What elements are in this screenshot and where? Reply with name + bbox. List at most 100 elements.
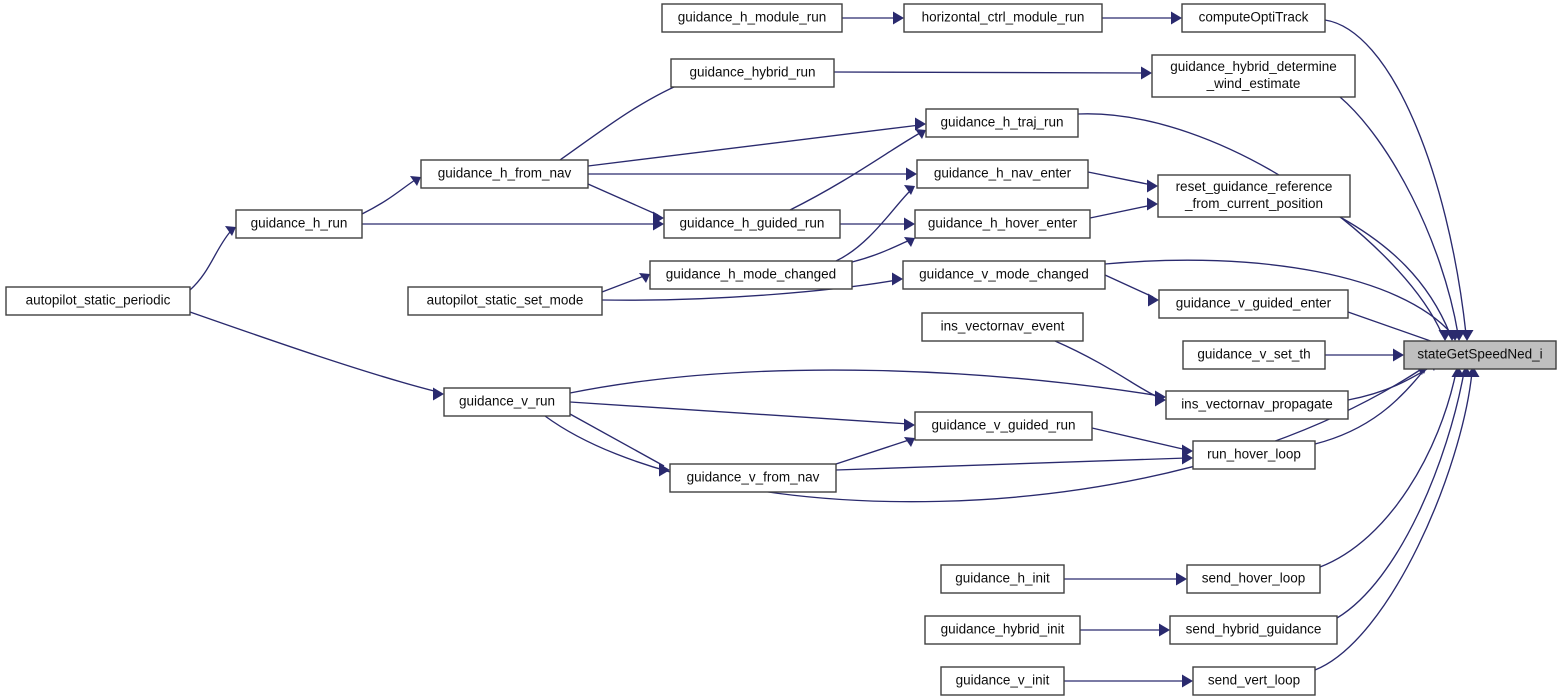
node-label-guidance_h_hover_enter: guidance_h_hover_enter bbox=[928, 216, 1078, 231]
node-box-run_hover_loop[interactable] bbox=[1192, 440, 1316, 470]
node-box-horizontal_ctrl_module_run[interactable] bbox=[903, 3, 1103, 33]
node-guidance_h_hover_enter[interactable]: guidance_h_hover_enter bbox=[914, 209, 1091, 239]
edge-guidance_h_hover_enter-to-reset_guidance_reference_from_current_position bbox=[1089, 204, 1153, 219]
node-ins_vectornav_propagate[interactable]: ins_vectornav_propagate bbox=[1165, 390, 1349, 420]
node-box-ins_vectornav_event[interactable] bbox=[921, 312, 1084, 342]
node-computeOptiTrack[interactable]: computeOptiTrack bbox=[1181, 3, 1326, 33]
node-box-guidance_h_guided_run[interactable] bbox=[663, 209, 841, 239]
node-label-guidance_v_from_nav: guidance_v_from_nav bbox=[687, 470, 820, 485]
node-box-guidance_h_traj_run[interactable] bbox=[925, 108, 1079, 138]
node-box-autopilot_static_periodic[interactable] bbox=[5, 286, 191, 316]
edge-computeOptiTrack-to-stateGetSpeedNed_i bbox=[1324, 19, 1467, 335]
node-reset_guidance_reference_from_current_position[interactable]: reset_guidance_reference_from_current_po… bbox=[1157, 174, 1351, 218]
node-box-stateGetSpeedNed_i[interactable] bbox=[1403, 340, 1557, 370]
node-horizontal_ctrl_module_run[interactable]: horizontal_ctrl_module_run bbox=[903, 3, 1103, 33]
arrowhead-send_hybrid_guidance bbox=[1159, 623, 1170, 637]
node-box-guidance_hybrid_init[interactable] bbox=[924, 615, 1081, 645]
node-box-guidance_v_guided_enter[interactable] bbox=[1158, 289, 1349, 319]
node-guidance_h_run[interactable]: guidance_h_run bbox=[235, 209, 363, 239]
edge-reset_guidance_reference_from_current_position-to-stateGetSpeedNed_i bbox=[1339, 216, 1451, 335]
node-send_hover_loop[interactable]: send_hover_loop bbox=[1186, 564, 1321, 594]
node-guidance_v_from_nav[interactable]: guidance_v_from_nav bbox=[669, 463, 837, 493]
arrowhead-guidance_v_guided_run bbox=[904, 418, 915, 432]
node-label-reset_guidance_reference_from_current_position: _from_current_position bbox=[1184, 196, 1323, 211]
node-box-guidance_v_init[interactable] bbox=[940, 666, 1065, 696]
node-guidance_hybrid_run[interactable]: guidance_hybrid_run bbox=[670, 58, 835, 88]
node-box-ins_vectornav_propagate[interactable] bbox=[1165, 390, 1349, 420]
node-send_hybrid_guidance[interactable]: send_hybrid_guidance bbox=[1169, 615, 1338, 645]
edge-guidance_v_run-to-guidance_v_from_nav bbox=[569, 413, 665, 467]
node-label-guidance_hybrid_init: guidance_hybrid_init bbox=[941, 622, 1065, 637]
node-guidance_h_mode_changed[interactable]: guidance_h_mode_changed bbox=[649, 260, 853, 290]
edge-guidance_v_guided_run-to-run_hover_loop bbox=[1091, 427, 1188, 451]
node-label-guidance_hybrid_determine_wind_estimate: _wind_estimate bbox=[1206, 76, 1301, 91]
node-guidance_v_guided_run[interactable]: guidance_v_guided_run bbox=[914, 411, 1093, 441]
node-guidance_h_from_nav[interactable]: guidance_h_from_nav bbox=[420, 159, 589, 189]
node-box-guidance_h_hover_enter[interactable] bbox=[914, 209, 1091, 239]
node-run_hover_loop[interactable]: run_hover_loop bbox=[1192, 440, 1316, 470]
node-box-guidance_h_run[interactable] bbox=[235, 209, 363, 239]
node-box-send_hover_loop[interactable] bbox=[1186, 564, 1321, 594]
node-guidance_v_run[interactable]: guidance_v_run bbox=[443, 387, 571, 417]
edge-guidance_h_run-to-guidance_h_from_nav bbox=[361, 179, 416, 215]
node-box-send_hybrid_guidance[interactable] bbox=[1169, 615, 1338, 645]
node-guidance_v_set_th[interactable]: guidance_v_set_th bbox=[1182, 340, 1326, 370]
node-label-guidance_h_module_run: guidance_h_module_run bbox=[678, 10, 827, 25]
arrowhead-guidance_h_nav_enter bbox=[904, 185, 915, 195]
node-guidance_v_mode_changed[interactable]: guidance_v_mode_changed bbox=[902, 260, 1106, 290]
node-guidance_h_traj_run[interactable]: guidance_h_traj_run bbox=[925, 108, 1079, 138]
node-box-computeOptiTrack[interactable] bbox=[1181, 3, 1326, 33]
node-send_vert_loop[interactable]: send_vert_loop bbox=[1192, 666, 1316, 696]
edge-guidance_v_run-to-guidance_v_guided_run bbox=[569, 401, 910, 425]
node-box-guidance_hybrid_determine_wind_estimate[interactable] bbox=[1151, 54, 1356, 98]
edge-guidance_v_mode_changed-to-stateGetSpeedNed_i bbox=[1104, 259, 1453, 335]
node-box-guidance_v_guided_run[interactable] bbox=[914, 411, 1093, 441]
node-label-guidance_h_init: guidance_h_init bbox=[955, 571, 1050, 586]
node-box-guidance_v_from_nav[interactable] bbox=[669, 463, 837, 493]
node-guidance_h_nav_enter[interactable]: guidance_h_nav_enter bbox=[916, 159, 1089, 189]
node-box-guidance_v_set_th[interactable] bbox=[1182, 340, 1326, 370]
node-label-send_vert_loop: send_vert_loop bbox=[1208, 673, 1300, 688]
node-box-guidance_v_mode_changed[interactable] bbox=[902, 260, 1106, 290]
node-label-guidance_v_set_th: guidance_v_set_th bbox=[1197, 347, 1310, 362]
node-box-guidance_h_nav_enter[interactable] bbox=[916, 159, 1089, 189]
node-box-autopilot_static_set_mode[interactable] bbox=[407, 286, 603, 316]
edge-autopilot_static_set_mode-to-guidance_v_mode_changed bbox=[601, 279, 898, 301]
node-box-send_vert_loop[interactable] bbox=[1192, 666, 1316, 696]
edge-autopilot_static_set_mode-to-guidance_h_mode_changed bbox=[601, 275, 645, 293]
node-box-guidance_h_module_run[interactable] bbox=[661, 3, 843, 33]
node-guidance_hybrid_determine_wind_estimate[interactable]: guidance_hybrid_determine _wind_estimate bbox=[1151, 54, 1356, 98]
node-stateGetSpeedNed_i[interactable]: stateGetSpeedNed_i bbox=[1403, 340, 1557, 370]
node-guidance_h_module_run[interactable]: guidance_h_module_run bbox=[661, 3, 843, 33]
arrowhead-stateGetSpeedNed_i bbox=[1393, 348, 1404, 362]
node-label-guidance_hybrid_determine_wind_estimate: guidance_hybrid_determine bbox=[1170, 59, 1337, 74]
arrowhead-guidance_v_guided_enter bbox=[1148, 293, 1159, 307]
nodes-layer: guidance_h_module_run horizontal_ctrl_mod… bbox=[5, 3, 1557, 696]
node-guidance_v_guided_enter[interactable]: guidance_v_guided_enter bbox=[1158, 289, 1349, 319]
node-label-guidance_v_guided_enter: guidance_v_guided_enter bbox=[1176, 296, 1332, 311]
node-box-guidance_h_from_nav[interactable] bbox=[420, 159, 589, 189]
node-label-run_hover_loop: run_hover_loop bbox=[1207, 447, 1301, 462]
node-guidance_v_init[interactable]: guidance_v_init bbox=[940, 666, 1065, 696]
node-guidance_h_guided_run[interactable]: guidance_h_guided_run bbox=[663, 209, 841, 239]
edge-guidance_v_from_nav-to-run_hover_loop bbox=[835, 457, 1188, 471]
node-label-autopilot_static_set_mode: autopilot_static_set_mode bbox=[427, 293, 584, 308]
edge-run_hover_loop-to-stateGetSpeedNed_i bbox=[1314, 369, 1425, 445]
node-box-guidance_h_mode_changed[interactable] bbox=[649, 260, 853, 290]
arrowhead-guidance_v_run bbox=[433, 387, 444, 401]
node-guidance_hybrid_init[interactable]: guidance_hybrid_init bbox=[924, 615, 1081, 645]
node-box-guidance_h_init[interactable] bbox=[940, 564, 1065, 594]
node-box-reset_guidance_reference_from_current_position[interactable] bbox=[1157, 174, 1351, 218]
node-box-guidance_v_run[interactable] bbox=[443, 387, 571, 417]
node-box-guidance_hybrid_run[interactable] bbox=[670, 58, 835, 88]
node-guidance_h_init[interactable]: guidance_h_init bbox=[940, 564, 1065, 594]
node-label-guidance_v_mode_changed: guidance_v_mode_changed bbox=[919, 267, 1089, 282]
edge-guidance_v_guided_enter-to-stateGetSpeedNed_i bbox=[1347, 311, 1443, 346]
node-autopilot_static_periodic[interactable]: autopilot_static_periodic bbox=[5, 286, 191, 316]
edge-guidance_h_mode_changed-to-guidance_h_nav_enter bbox=[835, 189, 912, 262]
node-autopilot_static_set_mode[interactable]: autopilot_static_set_mode bbox=[407, 286, 603, 316]
node-label-ins_vectornav_propagate: ins_vectornav_propagate bbox=[1181, 397, 1333, 412]
node-label-send_hover_loop: send_hover_loop bbox=[1202, 571, 1306, 586]
node-ins_vectornav_event[interactable]: ins_vectornav_event bbox=[921, 312, 1084, 342]
